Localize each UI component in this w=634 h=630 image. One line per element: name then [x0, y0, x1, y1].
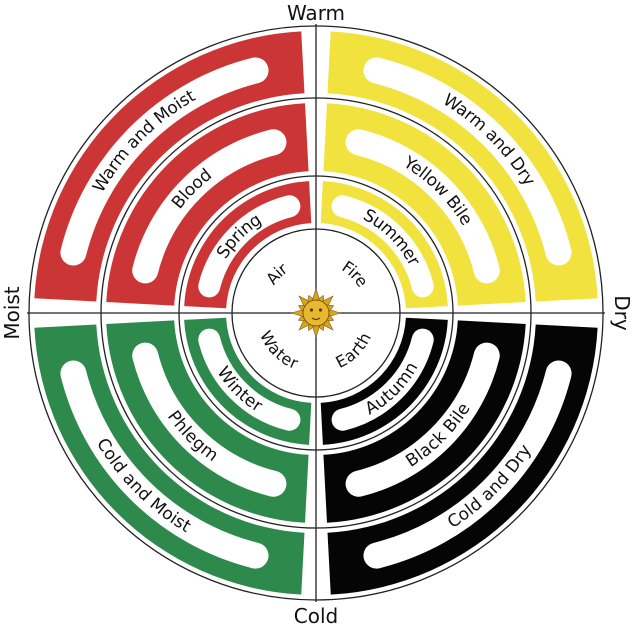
cold-dry-humor-label-gap: [345, 342, 500, 497]
axis-label-moist: Moist: [0, 286, 24, 339]
cold-dry-quality-label-gap: [363, 360, 572, 569]
warm-dry-element-label: Fire: [339, 257, 372, 291]
sun-face-icon: [291, 288, 341, 338]
warm-moist-element-text: Air: [262, 258, 291, 287]
warm-dry-season-label-gap: [331, 195, 434, 298]
cold-moist-element-label: Water: [256, 327, 301, 372]
warm-dry-humor-label-gap: [345, 129, 500, 284]
warm-moist-humor-label-gap: [132, 129, 287, 284]
warm-moist-quality-band: [34, 31, 305, 302]
warm-moist-element-label: Air: [262, 258, 291, 287]
axis-label-cold: Cold: [294, 604, 338, 628]
cold-moist-quality-label-gap: [60, 360, 269, 569]
warm-dry-element-text: Fire: [339, 257, 372, 291]
cold-moist-element-text: Water: [256, 327, 301, 372]
cold-moist-humor-label-gap: [132, 342, 287, 497]
cold-dry-element-text: Earth: [332, 329, 374, 371]
cold-moist-season-label-gap: [198, 328, 301, 431]
axis-label-dry: Dry: [610, 295, 634, 331]
warm-moist-quality-label-gap: [60, 57, 269, 266]
cold-moist-quality-band: [34, 324, 305, 595]
cold-dry-element-label: Earth: [332, 329, 374, 371]
warm-dry-quality-label-gap: [363, 57, 572, 266]
cold-dry-quality-band: [327, 324, 598, 595]
cold-dry-season-label-gap: [331, 328, 434, 431]
warm-moist-season-label-gap: [198, 195, 301, 298]
axis-label-warm: Warm: [287, 1, 345, 25]
warm-dry-quality-band: [327, 31, 598, 302]
